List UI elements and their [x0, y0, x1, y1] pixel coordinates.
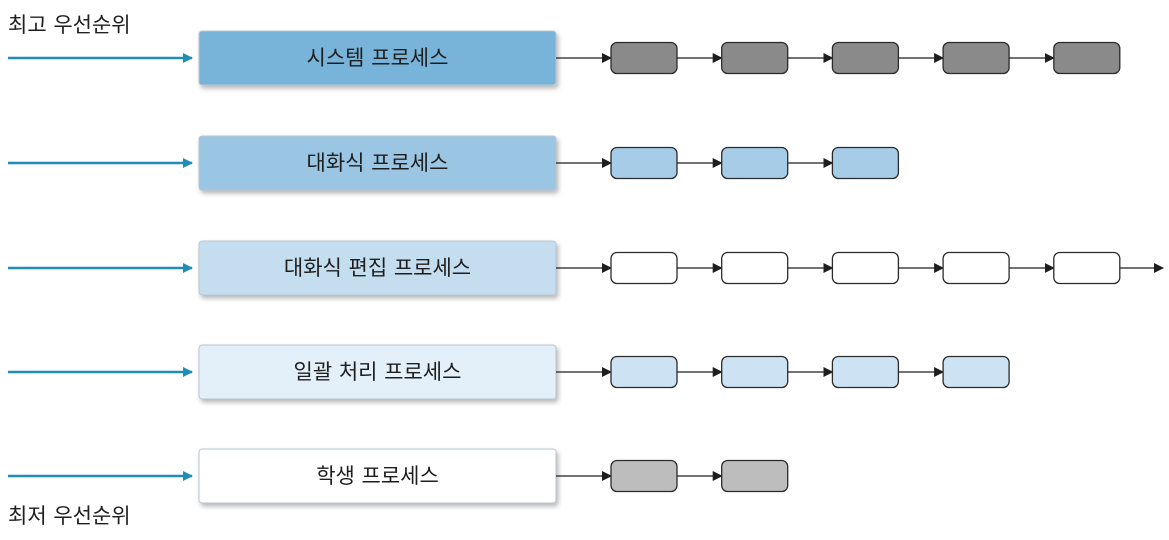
process-box: [1053, 41, 1121, 75]
process-box: [721, 355, 789, 389]
process-box: [610, 41, 678, 75]
queue-row: 대화식 프로세스: [8, 135, 900, 191]
process-box: [831, 41, 900, 75]
process-box: [721, 459, 789, 493]
process-box: [831, 251, 900, 285]
process-box: [610, 355, 678, 389]
queue-row: 대화식 편집 프로세스: [8, 240, 1164, 296]
process-box: [1053, 251, 1121, 285]
queue-row: 학생 프로세스: [8, 448, 789, 504]
queue-label: 학생 프로세스: [316, 464, 439, 488]
queue-label: 시스템 프로세스: [307, 46, 449, 70]
process-box: [721, 146, 789, 180]
process-box: [721, 41, 789, 75]
highest-priority-label: 최고 우선순위: [8, 13, 131, 37]
process-box: [721, 251, 789, 285]
process-box: [942, 251, 1010, 285]
queue-label: 일괄 처리 프로세스: [294, 360, 462, 384]
process-box: [831, 146, 900, 180]
queue-row: 시스템 프로세스: [8, 30, 1121, 86]
process-box: [942, 355, 1010, 389]
queue-label: 대화식 프로세스: [307, 151, 449, 175]
process-box: [942, 41, 1010, 75]
process-box: [610, 459, 678, 493]
queue-label: 대화식 편집 프로세스: [284, 256, 471, 280]
queue-row: 일괄 처리 프로세스: [8, 344, 1010, 400]
lowest-priority-label: 최저 우선순위: [8, 504, 131, 528]
process-box: [831, 355, 900, 389]
process-box: [610, 251, 678, 285]
process-box: [610, 146, 678, 180]
